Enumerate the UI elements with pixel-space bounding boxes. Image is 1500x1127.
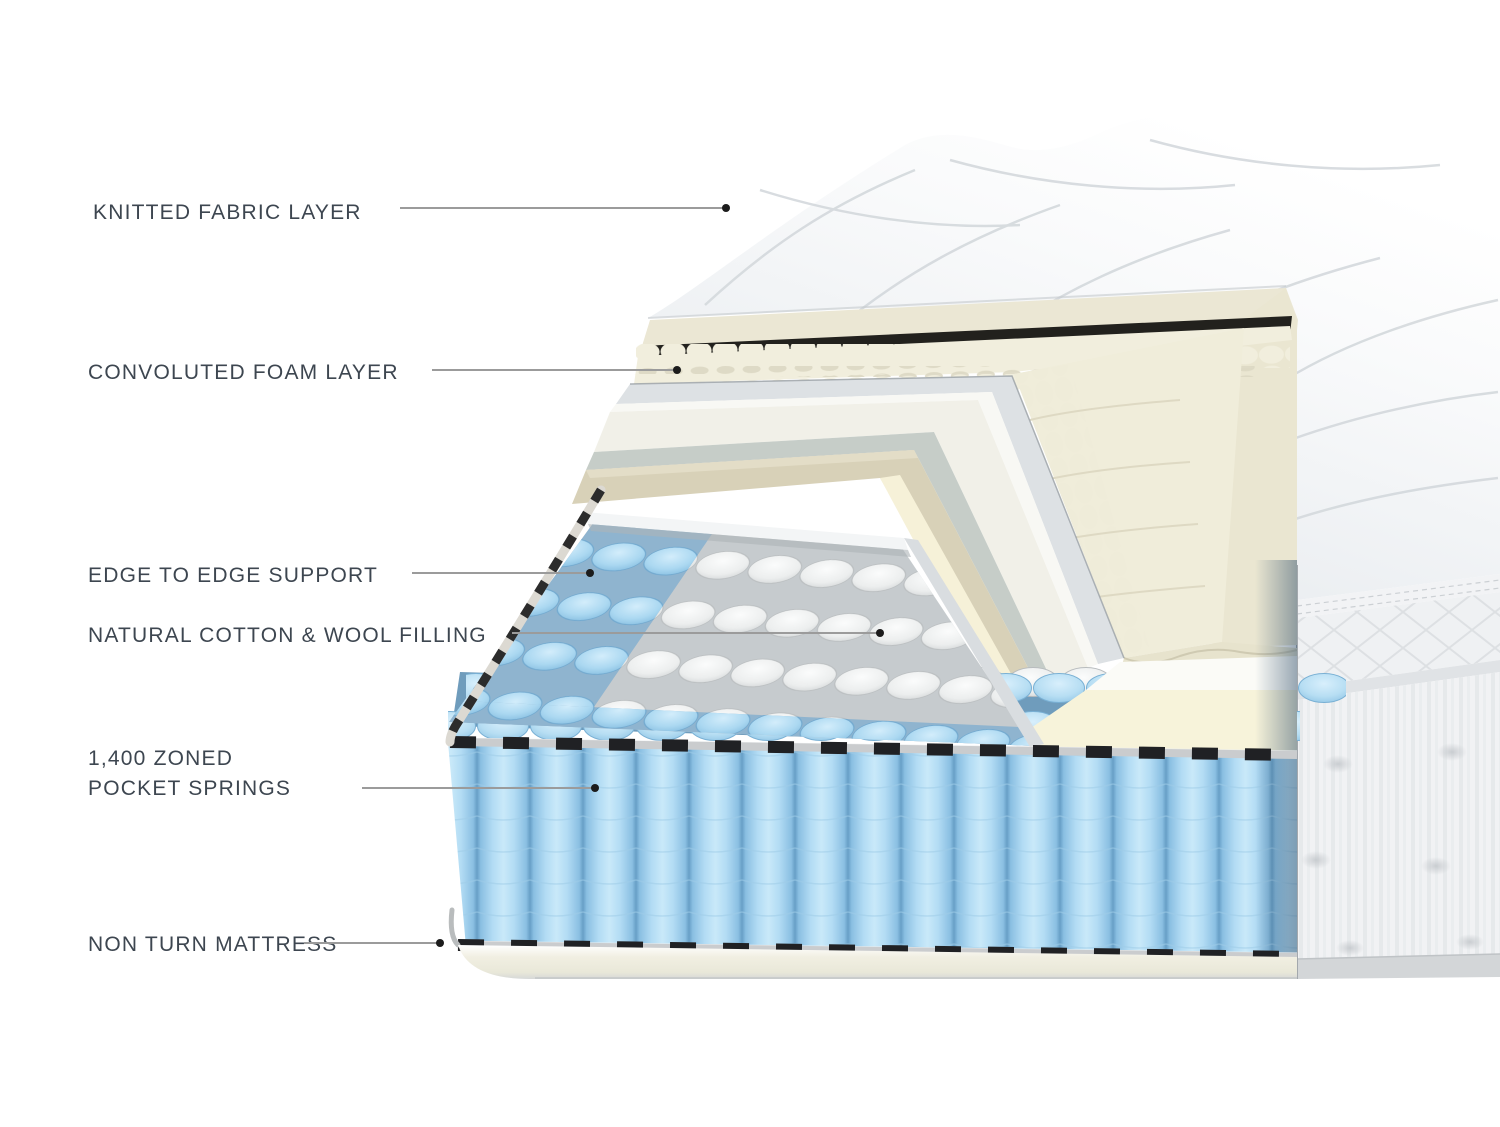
knitted-fabric-top-layer xyxy=(647,112,1500,600)
leader-line-edge-to-edge-support xyxy=(412,572,590,574)
base-foam-band xyxy=(1028,690,1297,752)
leader-dot-edge-to-edge-support xyxy=(586,569,594,577)
leader-dot-natural-cotton-wool-filling xyxy=(876,629,884,637)
leader-line-non-turn-mattress xyxy=(304,942,440,944)
tape-edge-stitching xyxy=(1296,579,1500,615)
cotton-wool-pad-edge xyxy=(584,512,1044,747)
leader-dot-non-turn-mattress xyxy=(436,939,444,947)
edge-support-springs-blue xyxy=(449,522,712,746)
label-natural-cotton-wool-filling: NATURAL COTTON & WOOL FILLING xyxy=(88,624,487,647)
label-edge-to-edge-support: EDGE TO EDGE SUPPORT xyxy=(88,564,379,587)
quilt-seams xyxy=(704,138,1499,522)
leader-line-natural-cotton-wool-filling xyxy=(512,632,880,634)
natural-filling-layer xyxy=(572,450,1046,720)
leader-line-zoned-pocket-springs xyxy=(362,787,595,789)
pocket-springs-front-face xyxy=(445,485,1298,979)
side-border-panel xyxy=(1296,565,1500,979)
tuft-dimples xyxy=(1301,743,1484,956)
top-border-rod xyxy=(449,736,1298,761)
label-knitted-fabric-layer: KNITTED FABRIC LAYER xyxy=(93,201,362,224)
label-zoned-pocket-springs: 1,400 ZONED POCKET SPRINGS xyxy=(88,747,292,800)
layer-cross-sections xyxy=(1028,656,1297,752)
diamond-quilt-band xyxy=(1297,592,1500,688)
leader-dot-convoluted-foam-layer xyxy=(673,366,681,374)
spiral-edge-wire xyxy=(445,485,606,747)
mattress-base xyxy=(458,945,1297,979)
label-convoluted-foam-layer: CONVOLUTED FOAM LAYER xyxy=(88,361,399,384)
leader-dot-knitted-fabric-layer xyxy=(722,204,730,212)
leader-line-convoluted-foam-layer xyxy=(432,369,677,371)
leader-dot-zoned-pocket-springs xyxy=(591,784,599,792)
leader-line-knitted-fabric-layer xyxy=(400,207,726,209)
label-non-turn-mattress: NON TURN MATTRESS xyxy=(88,933,338,956)
